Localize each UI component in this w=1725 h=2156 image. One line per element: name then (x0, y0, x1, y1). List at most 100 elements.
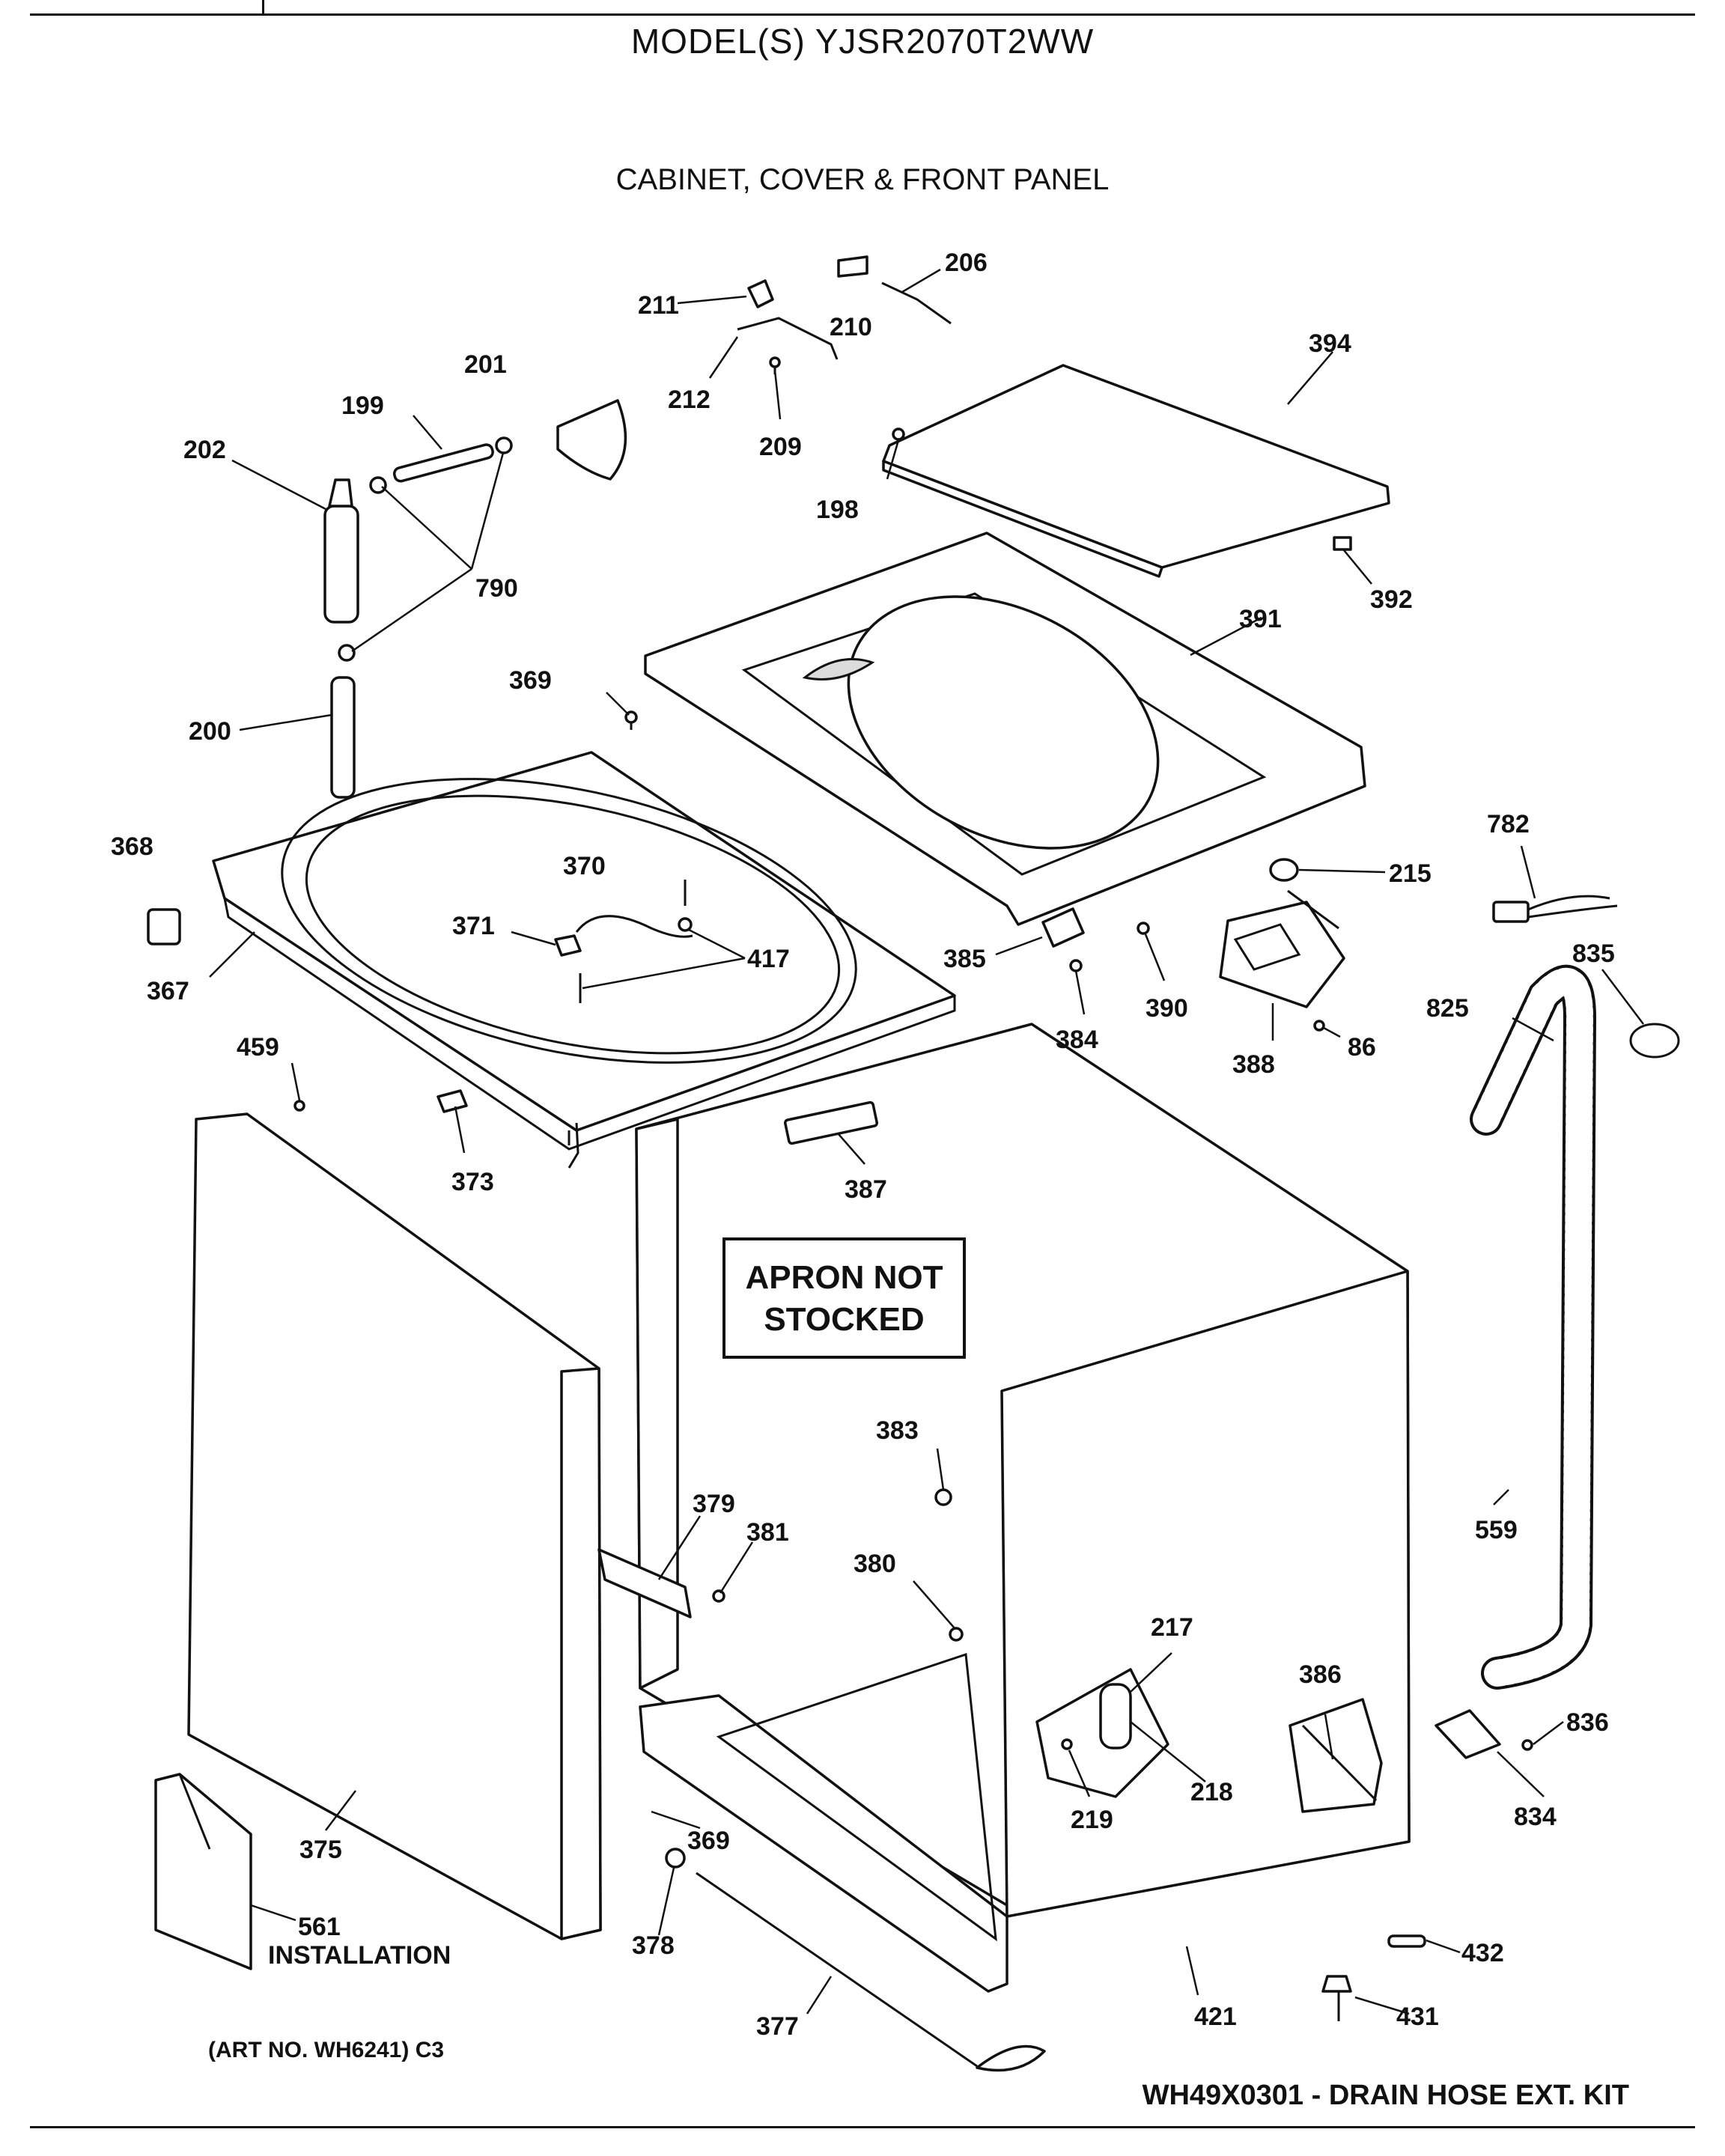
callout-782: 782 (1487, 810, 1530, 838)
bumper-part (1333, 536, 1352, 551)
apron-notice: APRON NOT STOCKED (722, 1237, 966, 1359)
screw-209 (769, 356, 781, 368)
lever-210 (837, 255, 868, 278)
callout-385: 385 (943, 945, 986, 973)
callout-834: 834 (1514, 1803, 1557, 1831)
callout-198: 198 (816, 496, 859, 524)
callout-379: 379 (693, 1490, 735, 1518)
plug-383 (934, 1488, 952, 1506)
knob-215 (1269, 858, 1299, 882)
clip-368-part (147, 908, 181, 945)
callout-559: 559 (1475, 1516, 1518, 1544)
switch-bracket-388 (1219, 901, 1345, 1008)
callout-561: 561 (298, 1913, 341, 1941)
callout-836: 836 (1566, 1708, 1609, 1737)
screw-459 (293, 1100, 305, 1112)
apron-notice-line1: APRON NOT (745, 1259, 943, 1296)
callout-790: 790 (475, 574, 518, 603)
callout-installation: INSTALLATION (268, 1941, 451, 1970)
callout-367: 367 (147, 977, 189, 1005)
callout-211: 211 (638, 291, 679, 320)
top-rule (30, 13, 1695, 16)
screw-836 (1521, 1739, 1533, 1751)
callout-201: 201 (464, 350, 507, 379)
rod-377 (696, 1872, 978, 2068)
callout-380: 380 (854, 1550, 896, 1578)
lid-switch-211 (747, 279, 774, 308)
cover-opening (847, 595, 1160, 850)
callout-373: 373 (451, 1168, 494, 1196)
callout-199: 199 (341, 392, 384, 420)
callout-390: 390 (1146, 994, 1188, 1023)
art-number: (ART NO. WH6241) C3 (208, 2038, 445, 2062)
apron-notice-line2: STOCKED (764, 1301, 925, 1338)
callout-368: 368 (111, 832, 153, 861)
bracket-212 (737, 317, 839, 360)
callout-218: 218 (1190, 1778, 1233, 1806)
bracket-834 (1435, 1709, 1501, 1759)
callout-383: 383 (876, 1416, 919, 1445)
callout-labels: 211 210 206 212 209 201 199 202 198 394 … (111, 249, 1615, 2041)
screw-198 (892, 427, 905, 441)
callout-377: 377 (756, 2012, 799, 2041)
callout-86: 86 (1348, 1033, 1376, 1062)
bar-432 (1387, 1934, 1426, 1948)
callout-459: 459 (237, 1033, 279, 1062)
foot-378 (665, 1848, 686, 1869)
tube-200 (330, 676, 356, 799)
callout-386: 386 (1299, 1660, 1342, 1689)
base-pan (639, 1694, 1008, 1993)
pump-body-202 (323, 505, 359, 624)
hose-199 (392, 443, 494, 483)
callout-421: 421 (1194, 2003, 1237, 2031)
callout-391: 391 (1239, 605, 1282, 633)
callout-370: 370 (563, 852, 606, 880)
strap-370-part (575, 915, 693, 938)
callout-835: 835 (1572, 940, 1615, 968)
valve-218 (1099, 1683, 1132, 1750)
handle-387 (783, 1100, 879, 1145)
callout-369-top: 369 (509, 666, 552, 695)
callout-381: 381 (746, 1518, 789, 1547)
callout-392: 392 (1370, 585, 1413, 614)
screw-219 (1061, 1738, 1073, 1750)
screw-381 (712, 1589, 725, 1603)
callout-394: 394 (1309, 329, 1351, 358)
callout-210: 210 (830, 313, 872, 341)
envelope-561 (154, 1773, 252, 1970)
callout-378: 378 (632, 1931, 675, 1960)
callout-375: 375 (299, 1836, 342, 1864)
callout-371: 371 (452, 912, 495, 940)
callout-431: 431 (1396, 2003, 1439, 2031)
leader-lines (209, 268, 1644, 2015)
callout-219: 219 (1071, 1806, 1113, 1834)
hose-clamp-835 (1629, 1023, 1680, 1059)
connector-782 (1492, 901, 1530, 923)
model-title: MODEL(S) YJSR2070T2WW (630, 22, 1095, 61)
bottom-rule (30, 2126, 1695, 2128)
clip-380 (949, 1627, 964, 1642)
bracket-385 (1041, 907, 1085, 948)
front-panel-375 (187, 1112, 602, 1940)
callout-388: 388 (1232, 1050, 1275, 1079)
callout-202: 202 (183, 436, 226, 464)
callout-384: 384 (1056, 1026, 1098, 1054)
callout-369-bottom: 369 (687, 1827, 730, 1855)
clip-373 (436, 1089, 468, 1113)
callout-217: 217 (1151, 1613, 1193, 1642)
tub-ring-part (212, 751, 956, 1132)
top-rule-tick (262, 0, 264, 15)
callout-215: 215 (1389, 859, 1432, 888)
callout-212: 212 (668, 386, 711, 414)
callout-432: 432 (1461, 1939, 1504, 1967)
callout-417: 417 (747, 945, 790, 973)
rail-379 (597, 1548, 692, 1618)
callout-209: 209 (759, 433, 802, 461)
lid-part (882, 364, 1390, 569)
callout-200: 200 (189, 717, 231, 746)
section-title: CABINET, COVER & FRONT PANEL (615, 163, 1110, 196)
actuator-206 (881, 281, 952, 325)
drain-hose-kit-note: WH49X0301 - DRAIN HOSE EXT. KIT (1142, 2080, 1629, 2111)
callout-206: 206 (945, 249, 988, 277)
